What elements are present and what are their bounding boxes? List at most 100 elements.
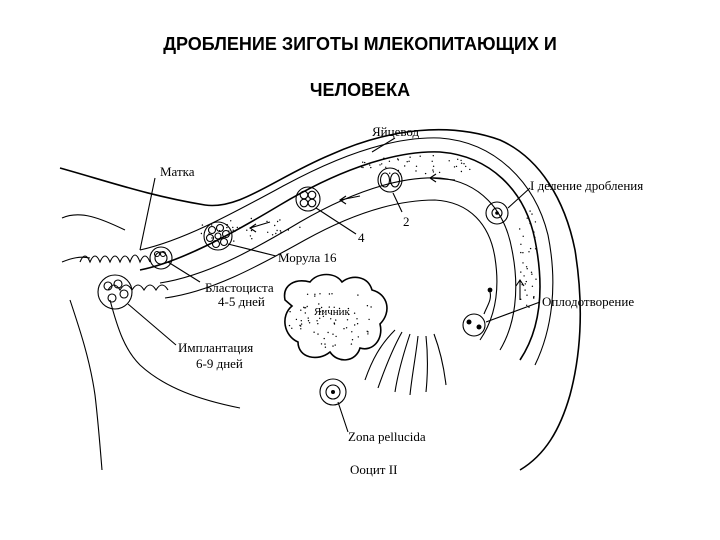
stipple-dot (520, 298, 522, 300)
stipple-dot (328, 293, 331, 295)
stipple-dot (295, 318, 298, 321)
label-blastocyst-name: Бластоциста (205, 280, 274, 295)
stipple-dot (367, 331, 369, 333)
stipple-dot (320, 306, 323, 309)
stipple-dot (368, 318, 370, 321)
stipple-dot (438, 171, 441, 174)
stipple-dot (303, 306, 305, 308)
stipple-dot (324, 346, 327, 348)
stipple-dot (524, 289, 526, 291)
stipple-dot (343, 328, 345, 330)
stipple-dot (522, 262, 524, 264)
stipple-dot (381, 163, 383, 165)
stipple-dot (362, 166, 364, 169)
stipple-dot (354, 324, 356, 326)
stipple-dot (226, 224, 228, 226)
stipple-dot (236, 226, 238, 229)
oviduct-middle (139, 137, 554, 366)
stipple-dot (304, 307, 307, 309)
stipple-dot (399, 173, 402, 175)
stipple-dot (228, 230, 230, 232)
stipple-dot (533, 231, 535, 233)
stipple-dot (346, 319, 349, 321)
stipple-dot (523, 275, 525, 277)
stipple-dot (316, 320, 318, 322)
stipple-dot (338, 307, 341, 310)
morula (203, 221, 233, 251)
stipple-dot (528, 306, 530, 308)
leader-implantation (127, 303, 177, 346)
stipple-dot (370, 166, 372, 169)
stipple-dot (531, 213, 533, 215)
stipple-dot (529, 210, 531, 212)
stipple-dot (521, 284, 523, 286)
stipple-dot (379, 164, 381, 166)
oviduct-stipple-left (200, 217, 301, 242)
stipple-dot (519, 228, 521, 230)
stipple-dot (308, 322, 311, 324)
stipple-dot (524, 283, 526, 285)
stipple-dot (525, 266, 528, 268)
stipple-dot (526, 304, 528, 306)
stipple-dot (345, 327, 348, 329)
stipple-dot (333, 306, 335, 308)
stipple-dot (526, 268, 528, 270)
fimbriae (364, 329, 447, 396)
stipple-dot (528, 251, 530, 253)
stipple-dot (406, 161, 408, 163)
stipple-dot (383, 157, 385, 159)
stipple-dot (385, 166, 387, 168)
leader-fertilization (485, 301, 541, 323)
stipple-dot (332, 333, 334, 335)
stipple-dot (331, 293, 333, 295)
stipple-dot (307, 320, 310, 322)
stipple-dot (313, 331, 315, 333)
stipple-dot (351, 339, 354, 341)
stipple-dot (332, 345, 334, 347)
stipple-dot (230, 220, 232, 222)
direction-arrow-2 (339, 195, 361, 205)
stipple-dot (448, 160, 450, 162)
stipple-dot (409, 156, 411, 158)
stipple-dot (535, 278, 537, 280)
oocyte-ii (319, 378, 347, 406)
stipple-dot (350, 343, 353, 345)
stipple-dot (460, 162, 463, 164)
stipple-dot (534, 248, 537, 250)
stipple-dot (463, 163, 465, 165)
stipple-dot (522, 235, 524, 237)
stipple-dot (249, 235, 252, 237)
stipple-dot (529, 247, 532, 250)
leader-two (392, 192, 403, 213)
stipple-dot (323, 337, 325, 340)
stipple-dot (218, 239, 220, 241)
label-implantation-name: Имплантация (178, 340, 253, 355)
stipple-dot (520, 251, 522, 254)
stipple-dot (362, 161, 364, 163)
stipple-dot (234, 230, 236, 232)
implanted-embryo (97, 274, 133, 310)
stipple-dot (306, 293, 309, 295)
stipple-dot (389, 172, 391, 174)
stipple-dot (319, 293, 321, 295)
stipple-dot (319, 311, 322, 313)
stipple-dot (274, 224, 276, 227)
stipple-dot (280, 231, 282, 233)
stipple-dot (522, 252, 524, 254)
stipple-dot (314, 295, 316, 297)
stipple-dot (370, 306, 372, 308)
stipple-dot (266, 220, 268, 223)
label-blastocyst-days: 4-5 дней (218, 294, 265, 309)
stipple-dot (279, 230, 282, 232)
label-morula: Морула 16 (278, 250, 337, 265)
stipple-dot (287, 229, 290, 231)
endometrium-folds (79, 254, 169, 292)
stipple-dot (432, 169, 434, 171)
stipple-dot (404, 165, 406, 167)
stipple-dot (431, 160, 433, 162)
stipple-dot (299, 226, 301, 228)
label-oocyte: Ооцит II (350, 462, 397, 477)
stipple-dot (520, 243, 522, 245)
